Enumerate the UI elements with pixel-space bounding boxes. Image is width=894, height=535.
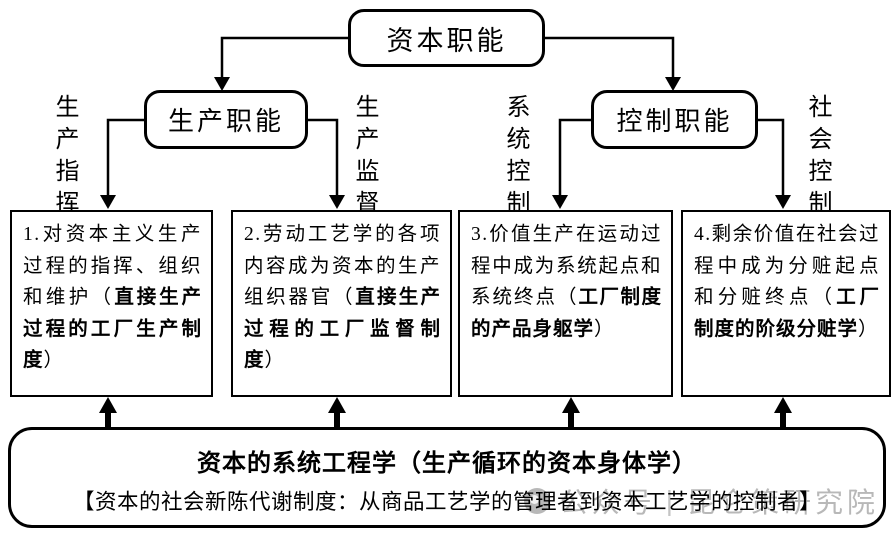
- bottom-box-title: 资本的系统工程学（生产循环的资本身体学）: [197, 450, 697, 477]
- up-connectors: [105, 412, 786, 427]
- wechat-account-logo-icon: [523, 488, 550, 514]
- item-text-bold: 工厂制度的产品身躯学: [471, 287, 662, 340]
- edge-label-social-control: 社会控制: [804, 94, 830, 222]
- edge-label-production-supervision: 生产监督: [351, 94, 377, 222]
- watermark-account-name: 昆仑策研究院: [686, 487, 879, 518]
- item-text-bold: 直接生产过程的工厂生产制度: [23, 287, 202, 372]
- arrowhead-down-icon: [214, 77, 230, 91]
- node-systems-engineering-of-capital: 公众号 | 昆仑策研究院 资本的系统工程学（生产循环的资本身体学） 【资本的社会…: [8, 427, 886, 528]
- item-text: ）: [858, 318, 880, 340]
- arrowhead-up-icon: [99, 397, 117, 413]
- item-text: 1.对资本主义生产过程的指挥、组织和维护（: [23, 224, 202, 309]
- item-text: ）: [594, 318, 616, 340]
- arrowhead-down-icon: [665, 77, 681, 91]
- edge-label-production-command: 生产指挥: [51, 94, 77, 222]
- watermark: 公众号 | 昆仑策研究院: [523, 481, 879, 521]
- arrowhead-down-icon: [100, 195, 116, 209]
- node-control-function: 控制职能: [591, 90, 758, 149]
- arrowhead-up-icon: [328, 397, 346, 413]
- item-box-4: 4.剩余价值在社会过程中成为分赃起点和分赃终点（工厂制度的阶级分赃学）: [681, 210, 891, 397]
- watermark-account-label: 公众号: [559, 487, 656, 518]
- arrowhead-down-icon: [329, 195, 345, 209]
- item-text: 2.劳动工艺学的各项内容成为资本的生产组织器官（: [244, 224, 441, 309]
- item-box-3: 3.价值生产在运动过程中成为系统起点和系统终点（工厂制度的产品身躯学）: [458, 210, 673, 397]
- item-text: ）: [43, 350, 65, 372]
- watermark-separator: |: [665, 485, 677, 516]
- edge-label-system-control: 系统控制: [502, 94, 528, 222]
- up-arrowheads: [99, 397, 792, 413]
- connector-production-to-item1: [106, 118, 144, 196]
- item-box-1: 1.对资本主义生产过程的指挥、组织和维护（直接生产过程的工厂生产制度）: [10, 210, 213, 397]
- item-text-bold: 工厂制度的阶级分赃学: [694, 287, 880, 340]
- item-text: 4.剩余价值在社会过程中成为分赃起点和分赃终点（: [694, 224, 880, 309]
- connector-production-to-item2: [308, 118, 339, 196]
- arrowhead-down-icon: [775, 195, 791, 209]
- item-text-bold: 直接生产过程的工厂监督制度: [244, 287, 441, 372]
- connector-root-to-production: [220, 36, 348, 79]
- connector-control-to-item4: [758, 118, 785, 196]
- connector-control-to-item3: [558, 118, 591, 196]
- item-box-2: 2.劳动工艺学的各项内容成为资本的生产组织器官（直接生产过程的工厂监督制度）: [231, 210, 452, 397]
- node-capital-functions: 资本职能: [348, 9, 545, 67]
- item-text: ）: [264, 350, 286, 372]
- arrowhead-up-icon: [562, 397, 580, 413]
- connector-root-to-control: [545, 36, 675, 79]
- item-text: 3.价值生产在运动过程中成为系统起点和系统终点（: [471, 224, 662, 309]
- node-label: 控制职能: [616, 107, 733, 136]
- arrowhead-up-icon: [774, 397, 792, 413]
- bottom-box-subtitle: 【资本的社会新陈代谢制度：从商品工艺学的管理者到资本工艺学的控制者】: [72, 490, 821, 514]
- node-label: 生产职能: [167, 107, 284, 136]
- node-label: 资本职能: [386, 25, 507, 56]
- arrowhead-down-icon: [552, 195, 568, 209]
- node-production-function: 生产职能: [144, 90, 308, 149]
